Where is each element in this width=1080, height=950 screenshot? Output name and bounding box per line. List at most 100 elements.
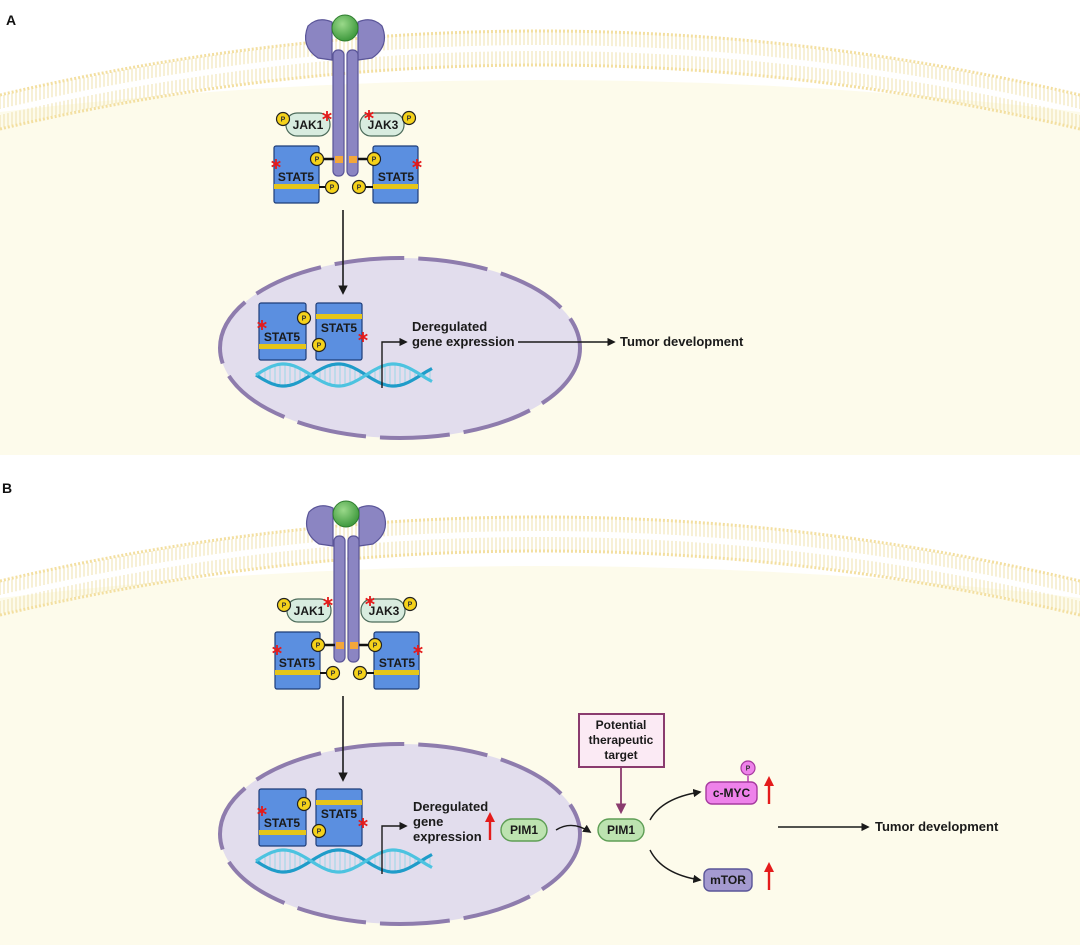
receptor-chain-left xyxy=(332,49,345,177)
nucleus-a xyxy=(218,256,582,440)
membrane-inner-heads xyxy=(0,549,1080,617)
phosphate-icon xyxy=(324,179,340,195)
up-arrow-icon xyxy=(764,776,774,804)
cytokine-ligand-icon xyxy=(331,14,359,42)
stat5-right-label: STAT5 xyxy=(379,656,416,670)
jak1-label: JAK1 xyxy=(293,118,324,132)
phosphate-label: P xyxy=(331,671,336,678)
stat5-left-label: STAT5 xyxy=(278,170,315,184)
phosphate-icon xyxy=(311,823,327,839)
therapeutic-target-box xyxy=(578,713,665,768)
activation-star-icon xyxy=(271,159,281,169)
phosphate-icon xyxy=(311,337,327,353)
dna-strand xyxy=(255,362,433,388)
jak3-node xyxy=(360,598,406,623)
mtor-label: mTOR xyxy=(710,873,746,887)
stat5-band xyxy=(316,800,362,805)
transcription-arrow-b xyxy=(381,821,408,874)
gene-expression-line1-a: Deregulated xyxy=(412,319,487,334)
panel-label-b: B xyxy=(2,480,12,496)
target-line2: therapeutic xyxy=(589,733,654,747)
pim1-to-mtor-arrow xyxy=(649,849,702,884)
cmyc-phospho-icon xyxy=(740,760,756,776)
stat5-band xyxy=(274,184,319,189)
receptor-chain-left xyxy=(333,535,346,663)
stat5-left-label: STAT5 xyxy=(279,656,316,670)
activation-star-icon xyxy=(323,597,333,607)
jak3-label: JAK3 xyxy=(368,118,399,132)
mtor-node xyxy=(703,868,753,892)
phosphate-icon xyxy=(296,796,312,812)
target-line3: target xyxy=(604,748,637,762)
stat5-band xyxy=(259,344,306,349)
phosphate-label: P xyxy=(302,802,307,809)
nuclear-stat5-right-label: STAT5 xyxy=(321,321,358,335)
phosphate-label: P xyxy=(373,643,378,650)
tumor-development-label-b: Tumor development xyxy=(875,819,999,834)
membrane-inner-heads xyxy=(0,63,1080,131)
jak3-label: JAK3 xyxy=(369,604,400,618)
pim1-node-nuclear xyxy=(500,818,548,842)
phosphate-label: P xyxy=(315,157,320,164)
receptor-chain-right xyxy=(347,535,360,663)
phosphate-icon xyxy=(351,179,367,195)
target-line1: Potential xyxy=(596,718,647,732)
activation-star-icon xyxy=(272,645,282,655)
activation-star-icon xyxy=(322,111,332,121)
gene-expression-line3-b: expression xyxy=(413,829,482,844)
phosphate-icon xyxy=(401,110,417,126)
pim1-label-nuclear: PIM1 xyxy=(510,823,538,837)
nucleus-b xyxy=(218,742,582,926)
phosphate-icon xyxy=(352,665,368,681)
activation-star-icon xyxy=(358,332,368,342)
activation-star-icon xyxy=(358,818,368,828)
stat5-band xyxy=(316,314,362,319)
phosphate-icon xyxy=(366,151,382,167)
phosphate-icon xyxy=(275,111,291,127)
gene-expression-line2-a: gene expression xyxy=(412,334,515,349)
phosphate-icon xyxy=(310,637,326,653)
phosphate-icon xyxy=(276,597,292,613)
cmyc-node xyxy=(705,781,758,805)
receptor-left-arm xyxy=(306,505,334,547)
gene-expression-line1-b: Deregulated xyxy=(413,799,488,814)
pim1-export-arrow xyxy=(555,824,592,833)
receptor-left-arm xyxy=(305,19,333,61)
dna-strand xyxy=(255,848,433,874)
receptor-docking-site xyxy=(349,156,357,163)
nuclear-stat5-right-label: STAT5 xyxy=(321,807,358,821)
stat5-band xyxy=(373,184,418,189)
cmyc-label: c-MYC xyxy=(713,786,751,800)
up-arrow-icon xyxy=(764,862,774,890)
membrane-outer-heads xyxy=(0,515,1080,583)
phosphate-label: P xyxy=(407,116,412,123)
dna-strand xyxy=(255,362,433,388)
phosphate-label: P xyxy=(330,185,335,192)
stat5-band xyxy=(259,830,306,835)
receptor-docking-site xyxy=(336,642,344,649)
jak3-node xyxy=(359,112,405,137)
phosphate-icon xyxy=(367,637,383,653)
stat5-right-label: STAT5 xyxy=(378,170,415,184)
phosphate-label: P xyxy=(281,117,286,124)
dna-strand xyxy=(255,848,433,874)
phosphate-label: P xyxy=(372,157,377,164)
receptor-docking-site xyxy=(350,642,358,649)
activation-star-icon xyxy=(257,320,267,330)
phosphate-label: P xyxy=(317,343,322,350)
phosphate-label: P xyxy=(316,643,321,650)
receptor-right-arm xyxy=(358,505,386,547)
phosphate-label: P xyxy=(317,829,322,836)
receptor-chain-right xyxy=(346,49,359,177)
phosphate-label: P xyxy=(358,671,363,678)
transcription-arrow-a xyxy=(381,337,408,388)
phosphate-label: P xyxy=(357,185,362,192)
gene-expression-line2-b: gene xyxy=(413,814,443,829)
pim1-to-cmyc-arrow xyxy=(649,788,702,821)
activation-star-icon xyxy=(412,159,422,169)
